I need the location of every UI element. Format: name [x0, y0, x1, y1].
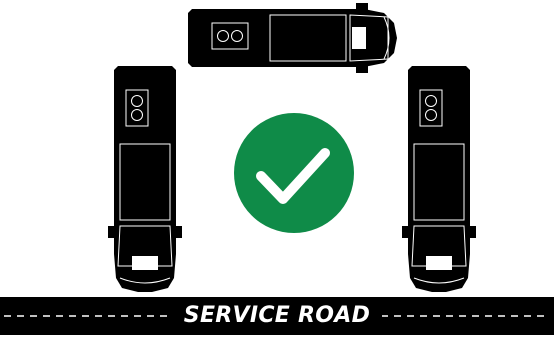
checkmark-icon — [234, 113, 354, 233]
service-road — [0, 297, 554, 335]
van-right — [402, 66, 476, 292]
van-top — [188, 3, 397, 73]
van-left — [108, 66, 182, 292]
